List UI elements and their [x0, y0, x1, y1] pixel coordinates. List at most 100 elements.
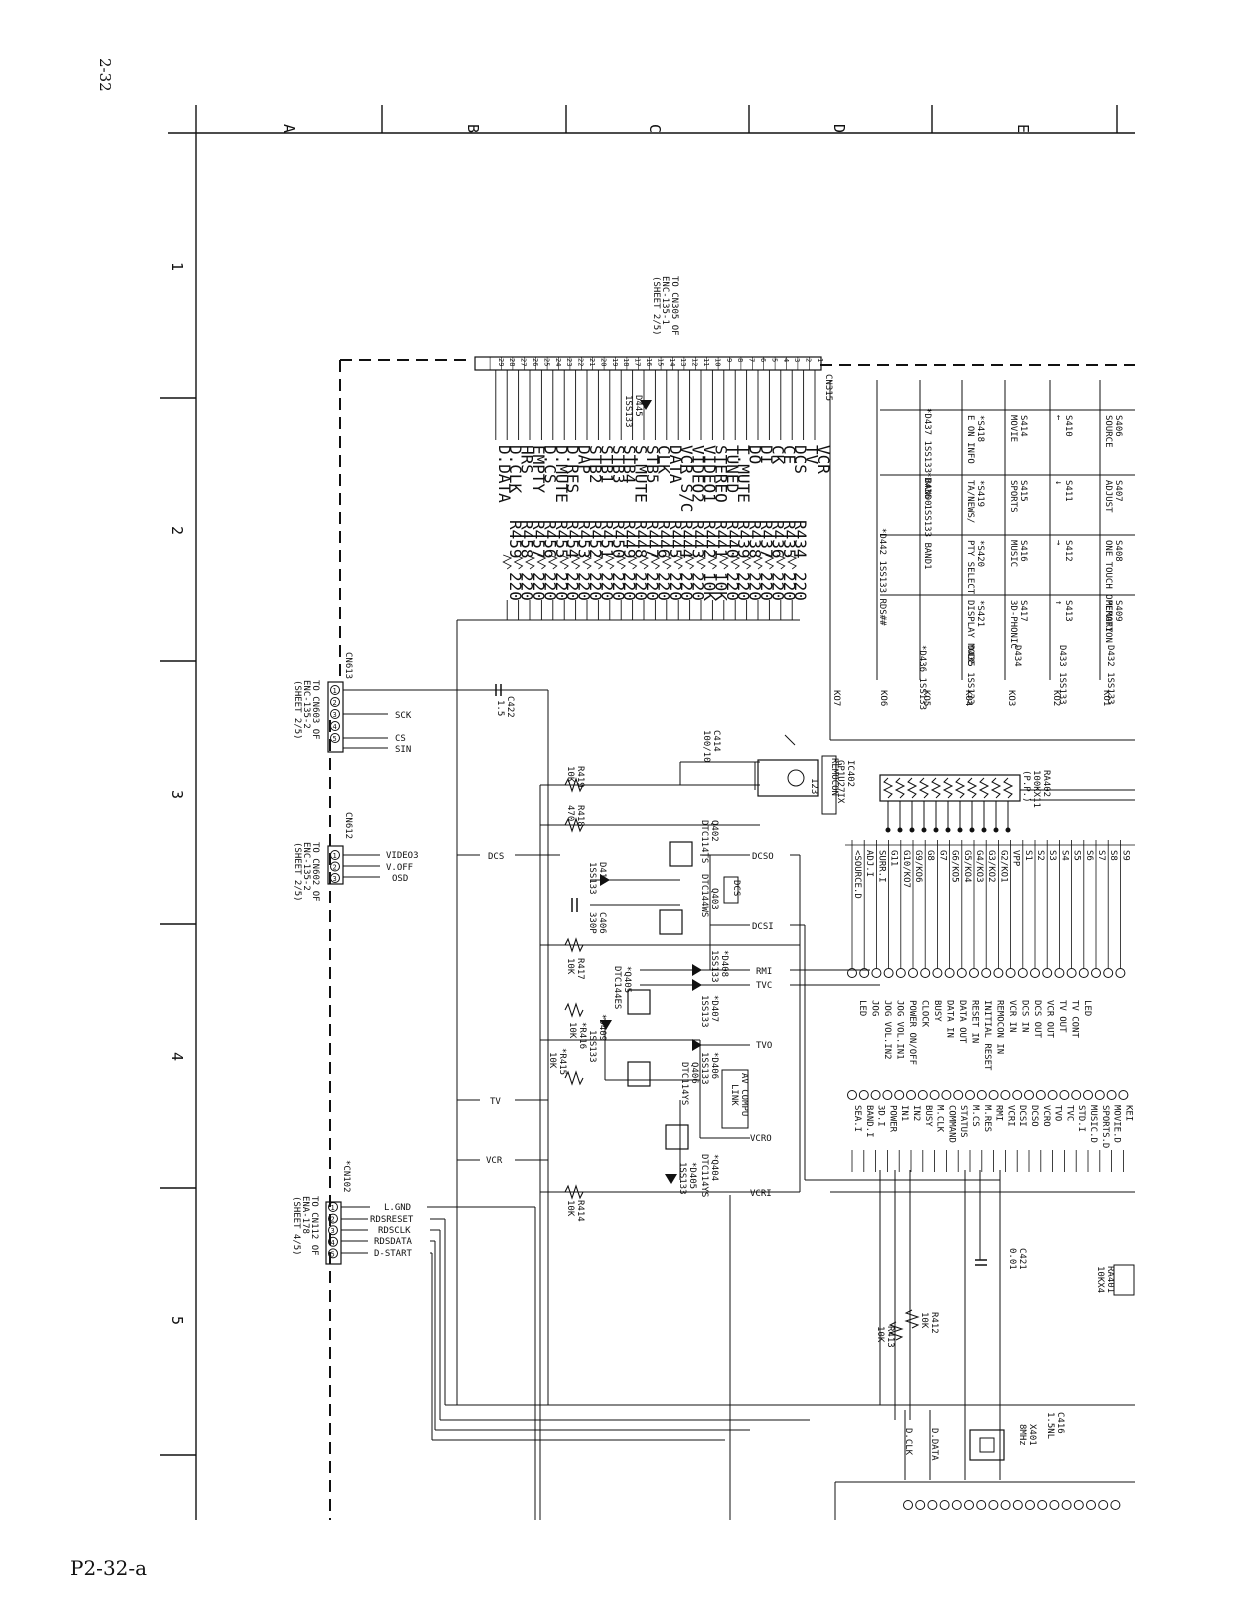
- switch-name: TA/NEWS/: [965, 480, 975, 523]
- cn315-resistor-symbol: [661, 554, 672, 570]
- cn613-pin: [330, 733, 340, 743]
- cn315-resistor-value: 220: [609, 572, 628, 601]
- net-rmi: RMI: [756, 967, 772, 977]
- port-label: S7: [1096, 850, 1106, 861]
- cn315-resistor-ref: R448: [632, 520, 651, 559]
- cn315-resistor-value: 10K: [700, 572, 719, 601]
- cn315-signal: HRS: [518, 445, 537, 474]
- function-label: REMOCON IN: [995, 1000, 1005, 1054]
- cn315-resistor-value: 220: [529, 572, 548, 601]
- switch-ref: S415: [1018, 480, 1028, 502]
- ra402-pp: (P.P.): [1021, 770, 1031, 803]
- ic402-ref: IC402: [845, 760, 855, 787]
- r416-value: 10K: [567, 1022, 577, 1039]
- dcs-box-label: DCS: [731, 880, 741, 896]
- cn315-ref: CN315: [823, 374, 833, 401]
- cn315-resistor-ref: R443: [689, 520, 708, 559]
- cn315-resistor-symbol: [582, 554, 592, 570]
- cn315-resistor-value: 220: [506, 572, 525, 601]
- switch-name: SOURCE: [1103, 415, 1113, 448]
- cn315-resistor-value: 220: [563, 572, 582, 601]
- q402-symbol: [669, 841, 693, 867]
- c406-value: 330P: [587, 912, 597, 934]
- port-label: G7: [937, 850, 947, 861]
- page-footer: P2-32-a: [70, 1556, 148, 1580]
- function-label: RESET IN: [970, 1000, 980, 1043]
- cn102-pin: [328, 1248, 338, 1259]
- function-label: INITIAL RESET: [982, 1000, 992, 1071]
- av-compu-label-2: LINK: [729, 1084, 739, 1106]
- key-diode: D432 1SS133: [1105, 645, 1115, 705]
- boxed-labels: DCS AV COMPU LINK REMOCON: [721, 755, 839, 1129]
- function-label: JOG VOL.IN1: [895, 1000, 905, 1060]
- c422-ref: C422: [505, 696, 515, 718]
- port-label: S5: [1072, 850, 1082, 861]
- switch-name: DISPLAY MODE: [965, 600, 975, 665]
- q406-type: DTC114YS: [679, 1062, 689, 1105]
- board-outline: [329, 359, 1135, 1520]
- d409-ref: *D409: [597, 1014, 607, 1041]
- switch-ref: *S419: [975, 480, 985, 507]
- key-diode: D433 1SS133: [1057, 645, 1067, 705]
- cn315-resistor-ref: R459: [506, 520, 525, 559]
- switch-name: PTY SELECT: [965, 540, 975, 595]
- bus-signal: SEA.I: [852, 1105, 862, 1132]
- function-label: JOG VOL.IN2: [882, 1000, 892, 1060]
- r416-ref: *R416: [577, 1022, 587, 1049]
- cn613-pin-num: 4: [333, 723, 337, 731]
- d405-symbol: [665, 1174, 677, 1184]
- cn315-resistor-value: 220: [757, 572, 776, 601]
- net-dcsi: DCSI: [752, 922, 774, 932]
- cn613-sig-sck: SCK: [395, 711, 412, 721]
- cn315-pin: 21: [588, 358, 596, 366]
- cn315-resistor-value: 220: [620, 572, 639, 601]
- d406-type: 1SS133: [699, 1052, 709, 1085]
- bus-signal: M.CLK: [935, 1105, 945, 1133]
- cn315-resistor-value: 220: [552, 572, 571, 601]
- port-label: G3/KO2: [986, 850, 996, 883]
- cn315-resistor-ref: R436: [768, 520, 787, 559]
- cn102-sig-dstart: D-START: [374, 1249, 413, 1259]
- r412-ref: R412: [929, 1312, 939, 1334]
- net-tvo: TVO: [756, 1041, 772, 1051]
- bus-signal: COMMAND: [946, 1105, 956, 1143]
- switch-ref: *S418: [975, 415, 985, 442]
- cn315-resistor-value: 220: [518, 572, 537, 601]
- cn612-pin-num: 3: [333, 875, 337, 883]
- function-label: DCS IN: [1020, 1000, 1030, 1033]
- cn315-resistor-ref: R454: [563, 520, 582, 559]
- r417-symbol: [564, 937, 584, 953]
- port-label: SURR.I: [876, 850, 886, 883]
- r412-value: 10K: [919, 1312, 929, 1329]
- c406-ref: C406: [597, 912, 607, 934]
- key-diode: D434: [1012, 645, 1022, 667]
- q403-ref: Q403: [709, 888, 719, 910]
- bus-signal: M.RES: [982, 1105, 992, 1132]
- cn315-pin: 19: [611, 358, 619, 366]
- cn315-resistor-ref: R447: [643, 520, 662, 559]
- cn315-resistor-value: 220: [768, 572, 787, 601]
- switch-name: ONE TOUCH OPERATION: [1103, 540, 1113, 643]
- bus-signal: 3D.I: [876, 1105, 886, 1127]
- cn315-signal: DO: [746, 445, 765, 464]
- cn315-pin: 7: [748, 358, 756, 362]
- cn315-resistor-ref: R444: [677, 520, 696, 559]
- right-nets: DCSO DCSI RMI TVC TVO VCRO VCRI: [750, 852, 774, 1199]
- r417-ref: R417: [575, 958, 585, 980]
- cn315-signal: D.MUTE: [552, 445, 571, 503]
- function-label: BUSY: [932, 1000, 942, 1022]
- cn315-pins: 1VCR2TV3DCSR4342204CER4352205CKR4362206D…: [489, 357, 833, 620]
- cn315-resistor-symbol: [502, 554, 513, 570]
- cn613-pin-num: 3: [333, 711, 337, 719]
- cn315-signal: TV: [803, 445, 822, 465]
- cn102-pin-num: 5: [331, 1250, 335, 1258]
- port-label: G10/KO7: [901, 850, 911, 888]
- bus-signal: STATUS: [958, 1105, 968, 1138]
- cn102-sig-rdsdata: RDSDATA: [374, 1237, 413, 1247]
- cn315-signal: STB3: [609, 445, 628, 484]
- q403-symbol: [659, 909, 683, 935]
- cn315-resistor-value: 220: [734, 572, 753, 601]
- cn612-pin: [330, 873, 340, 883]
- cn102-pin: [328, 1225, 338, 1236]
